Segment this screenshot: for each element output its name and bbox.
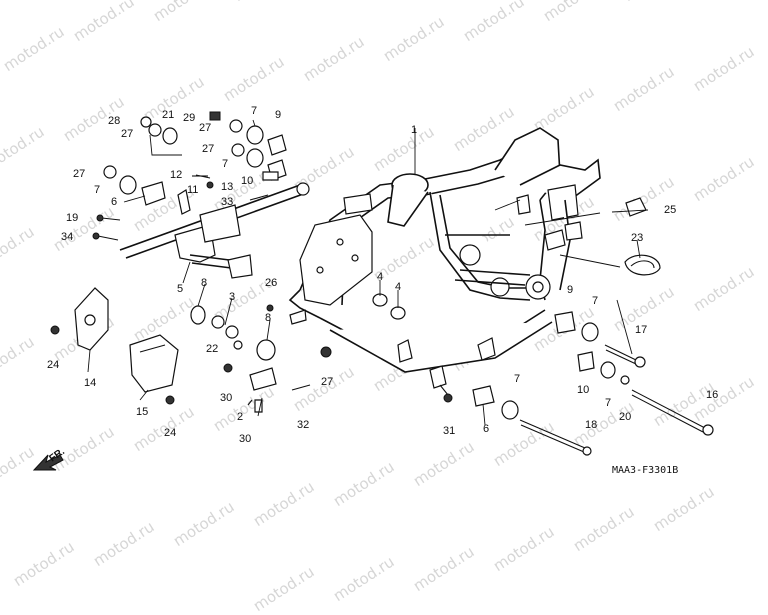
callout-26: 26 bbox=[265, 277, 277, 289]
callout-12: 12 bbox=[170, 169, 182, 181]
callout-6: 6 bbox=[111, 196, 117, 208]
callout-7: 7 bbox=[222, 158, 228, 170]
callout-18: 18 bbox=[585, 419, 597, 431]
callout-7: 7 bbox=[605, 397, 611, 409]
callout-24: 24 bbox=[164, 427, 176, 439]
callout-9: 9 bbox=[567, 284, 573, 296]
small-parts bbox=[50, 111, 714, 456]
callout-27: 27 bbox=[121, 128, 133, 140]
callout-7: 7 bbox=[94, 184, 100, 196]
callout-11: 11 bbox=[187, 184, 198, 196]
callout-13: 13 bbox=[221, 181, 233, 193]
callout-4: 4 bbox=[395, 281, 401, 293]
callout-34: 34 bbox=[61, 231, 73, 243]
callout-8: 8 bbox=[265, 312, 271, 324]
callout-8: 8 bbox=[201, 277, 207, 289]
cover-plate bbox=[74, 287, 109, 351]
callout-6: 6 bbox=[483, 423, 489, 435]
callout-2: 2 bbox=[237, 411, 243, 423]
callout-1: 1 bbox=[411, 124, 417, 136]
callout-30: 30 bbox=[220, 392, 232, 404]
callout-31: 31 bbox=[443, 425, 455, 437]
side-cover bbox=[129, 334, 179, 393]
callout-20: 20 bbox=[619, 411, 631, 423]
callout-3: 3 bbox=[229, 291, 235, 303]
front-cross-member bbox=[119, 182, 310, 279]
forward-direction-arrow: FR. bbox=[32, 446, 67, 471]
callout-22: 22 bbox=[206, 343, 218, 355]
leader-lines bbox=[87, 119, 649, 426]
callout-29: 29 bbox=[183, 112, 195, 124]
callout-24: 24 bbox=[47, 359, 59, 371]
callout-27: 27 bbox=[321, 376, 333, 388]
callout-23: 23 bbox=[631, 232, 643, 244]
callout-10: 10 bbox=[241, 175, 253, 187]
callout-14: 14 bbox=[84, 377, 96, 389]
callout-21: 21 bbox=[162, 109, 174, 121]
callout-7: 7 bbox=[251, 105, 257, 117]
callout-16: 16 bbox=[706, 389, 718, 401]
callout-10: 10 bbox=[577, 384, 589, 396]
callout-28: 28 bbox=[108, 115, 120, 127]
callout-27: 27 bbox=[202, 143, 214, 155]
callout-labels: 1 2 3 4 4 5 6 6 7 7 7 7 7 7 7 8 8 9 9 10… bbox=[47, 105, 718, 445]
frame-body-parts-diagram: FR. 1 2 3 4 4 5 6 6 7 7 7 7 bbox=[32, 105, 718, 476]
diagram-code: MAA3-F3301B bbox=[612, 465, 678, 476]
callout-30: 30 bbox=[239, 433, 251, 445]
main-frame bbox=[288, 127, 601, 389]
callout-33: 33 bbox=[221, 196, 233, 208]
callout-7: 7 bbox=[514, 373, 520, 385]
callout-15: 15 bbox=[136, 406, 148, 418]
callout-5: 5 bbox=[177, 283, 183, 295]
callout-27: 27 bbox=[199, 122, 211, 134]
callout-25: 25 bbox=[664, 204, 676, 216]
callout-7: 7 bbox=[592, 295, 598, 307]
callout-17: 17 bbox=[635, 324, 647, 336]
callout-9: 9 bbox=[275, 109, 281, 121]
callout-4: 4 bbox=[377, 271, 383, 283]
callout-27: 27 bbox=[73, 168, 85, 180]
callout-19: 19 bbox=[66, 212, 78, 224]
callout-32: 32 bbox=[297, 419, 309, 431]
